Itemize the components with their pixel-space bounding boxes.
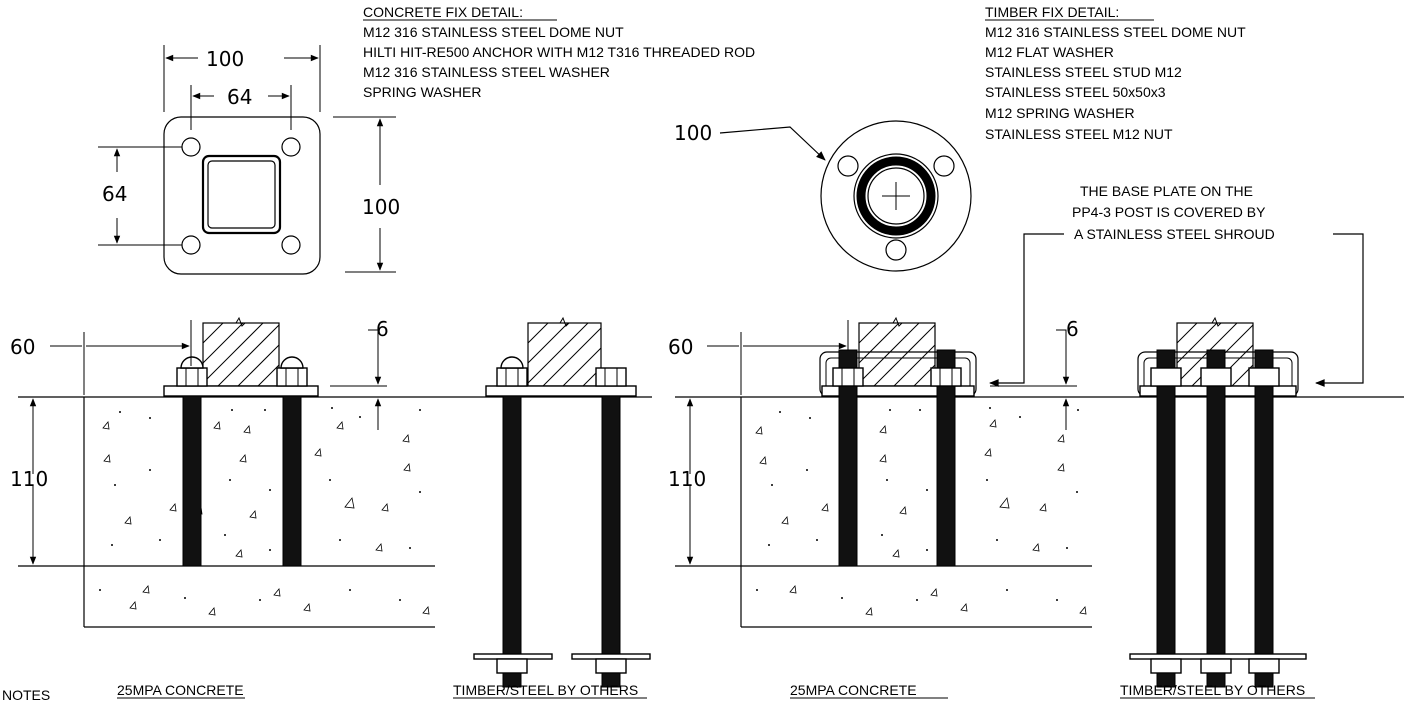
nut [1150,658,1182,674]
concrete-specks [756,407,1079,601]
washer-plate [571,653,651,660]
nut [930,367,962,387]
nut [496,367,528,387]
notes-label: NOTES [2,687,50,701]
nut [1150,367,1182,387]
bolt-hole [933,155,955,177]
concrete-fix-line: M12 316 STAINLESS STEEL DOME NUT [363,24,624,40]
leader-line [1315,233,1364,387]
nut [276,367,308,387]
post-section [201,154,282,235]
dim-depth-left: 110 [10,467,48,491]
dome-nut [280,356,304,369]
concrete-fix-note: CONCRETE FIX DETAIL: M12 316 STAINLESS S… [363,4,755,100]
nut [595,658,627,674]
dim-square-side-holes: 64 [102,182,127,206]
timber-fix-line: STAINLESS STEEL 50x50x3 [985,84,1166,100]
post-section-inner [207,160,276,229]
stud [601,395,621,655]
timber-section-left [473,316,651,688]
concrete-fix-line: SPRING WASHER [363,84,482,100]
concrete-fix-line: M12 316 STAINLESS STEEL WASHER [363,64,610,80]
break-line [559,316,570,327]
timber-label-left: TIMBER/STEEL BY OTHERS [453,682,638,698]
shroud-note: THE BASE PLATE ON THE PP4-3 POST IS COVE… [989,183,1364,387]
threaded-rod [282,395,302,567]
bolt-hole [281,137,301,157]
concrete-fix-heading: CONCRETE FIX DETAIL: [363,4,523,20]
nut [1248,367,1280,387]
dome-nut [180,356,204,369]
square-plate-outline [163,116,321,275]
round-plate-outline [820,120,972,272]
nut [1248,658,1280,674]
bolt-hole [181,137,201,157]
stud [1254,349,1274,655]
washer-plate [473,653,553,660]
timber-fix-line: M12 SPRING WASHER [985,105,1135,121]
concrete-aggregate [755,419,1087,616]
break-line [892,316,903,327]
base-plate [485,385,637,397]
concrete-fix-line: HILTI HIT-RE500 ANCHOR WITH M12 T316 THR… [363,44,755,60]
dim-plate-left: 6 [376,317,389,341]
dim-embed-right: 60 [668,335,693,359]
nut [176,367,208,387]
dim-round-plate: 100 [674,121,712,145]
concrete-aggregate [102,421,430,616]
dim-embed-left: 60 [10,335,35,359]
concrete-section-right: 60 6 110 [668,316,1404,628]
dim-square-side-overall: 100 [362,195,400,219]
concrete-specks [99,407,421,601]
dome-nut [500,356,524,369]
base-plate [821,385,975,397]
concrete-label-right: 25MPA CONCRETE [790,682,917,698]
leader-line [719,126,826,161]
dim-square-holes: 64 [227,85,252,109]
timber-label-right: TIMBER/STEEL BY OTHERS [1120,682,1305,698]
stud [1156,349,1176,655]
dim-square-overall: 100 [206,47,244,71]
shroud-note-line: PP4-3 POST IS COVERED BY [1072,204,1266,220]
nut [832,367,864,387]
washer-plate [1129,653,1307,660]
bolt-hole [281,235,301,255]
round-base-plate-plan: 100 [674,120,972,272]
nut [595,367,627,387]
dim-depth-right: 110 [668,467,706,491]
timber-fix-line: STAINLESS STEEL M12 NUT [985,126,1173,142]
concrete-label-left: 25MPA CONCRETE [117,682,244,698]
stud [1206,349,1226,655]
timber-section-right [1129,316,1307,688]
nut [1200,658,1232,674]
dim-plate-right: 6 [1066,317,1079,341]
stud [502,395,522,655]
post-wall [856,156,936,236]
threaded-rod [936,349,956,567]
timber-fix-heading: TIMBER FIX DETAIL: [985,4,1119,20]
timber-fix-line: M12 FLAT WASHER [985,44,1114,60]
shroud-note-line: THE BASE PLATE ON THE [1080,183,1253,199]
base-plate [163,385,319,397]
bolt-hole [837,155,859,177]
threaded-rod [182,395,202,567]
bolt-hole [885,239,907,261]
break-line [235,316,246,327]
timber-fix-note: TIMBER FIX DETAIL: M12 316 STAINLESS STE… [985,4,1246,142]
nut [1200,367,1232,387]
square-base-plate-plan: 100 64 64 100 [98,45,400,275]
timber-fix-line: STAINLESS STEEL STUD M12 [985,64,1182,80]
leader-line [989,233,1064,387]
bolt-hole [181,235,201,255]
shroud-note-line: A STAINLESS STEEL SHROUD [1074,226,1275,242]
nut [496,658,528,674]
timber-fix-line: M12 316 STAINLESS STEEL DOME NUT [985,24,1246,40]
concrete-section-left: 60 6 110 [10,316,652,628]
post-outer [853,153,939,239]
break-line [1211,316,1222,327]
